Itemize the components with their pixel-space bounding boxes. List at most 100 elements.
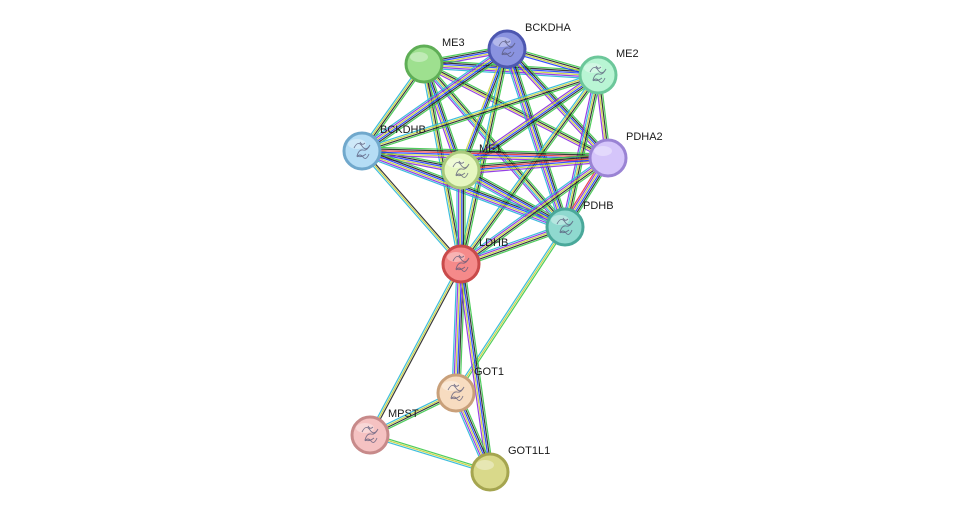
node-pdha2[interactable]: PDHA2	[588, 131, 663, 178]
edge-line	[505, 49, 565, 228]
edge-pdha2-ldhb	[458, 154, 611, 268]
edge-line	[460, 155, 608, 169]
node-highlight	[594, 146, 612, 156]
protein-structure-icon	[498, 39, 516, 57]
edge-ldhb-got1l1	[457, 263, 494, 473]
protein-structure-icon	[452, 160, 470, 178]
edge-line	[565, 75, 601, 228]
node-pdhb[interactable]: PDHB	[545, 200, 614, 247]
edge-line	[451, 263, 458, 393]
edge-me1-pdhb	[458, 165, 568, 232]
edge-line	[567, 75, 602, 228]
edge-line	[361, 72, 598, 150]
node-ldhb[interactable]: LDHB	[441, 237, 508, 284]
edge-mpst-got1l1	[369, 432, 491, 475]
edge-line	[461, 167, 567, 226]
edge-line	[457, 264, 488, 473]
edge-line	[462, 165, 568, 225]
node-circle[interactable]	[350, 415, 390, 455]
node-bckdhb[interactable]: BCKDHB	[342, 124, 426, 171]
node-label: GOT1L1	[508, 445, 550, 457]
edge-line	[362, 75, 599, 153]
node-label: GOT1	[474, 366, 504, 378]
edge-bckdhb-ldhb	[360, 149, 463, 266]
edge-line	[370, 264, 463, 437]
edge-me2-pdhb	[561, 74, 602, 228]
node-label: BCKDHA	[525, 22, 572, 34]
edge-line	[458, 172, 564, 232]
edge-line	[369, 435, 490, 475]
node-circle[interactable]	[404, 44, 444, 84]
edge-line	[460, 153, 608, 167]
node-circle[interactable]	[545, 207, 585, 247]
edge-line	[460, 156, 608, 170]
node-me3[interactable]: ME3	[404, 37, 465, 84]
node-highlight	[410, 52, 428, 62]
edge-line	[362, 146, 609, 155]
edge-line	[369, 263, 462, 436]
edge-me2-bckdhb	[361, 72, 599, 154]
protein-structure-icon	[556, 217, 574, 235]
node-label: MPST	[388, 408, 419, 420]
node-got1l1[interactable]: GOT1L1	[470, 445, 550, 492]
edge-line	[369, 434, 491, 473]
edge-line	[463, 263, 494, 472]
edge-line	[562, 74, 598, 227]
edge-line	[368, 262, 461, 435]
edge-line	[363, 51, 510, 155]
edge-line	[459, 171, 565, 230]
edge-line	[361, 73, 598, 151]
edge-line	[370, 432, 491, 472]
edge-line	[459, 73, 598, 170]
node-bckdha[interactable]: BCKDHA	[487, 22, 572, 69]
node-label: ME2	[616, 48, 639, 60]
node-circle[interactable]	[578, 55, 618, 95]
edge-line	[455, 226, 566, 394]
edge-line	[458, 47, 506, 170]
node-circle[interactable]	[588, 138, 628, 178]
node-label: ME1	[479, 143, 502, 155]
node-circle[interactable]	[436, 373, 476, 413]
node-circle[interactable]	[470, 452, 510, 492]
node-highlight	[476, 460, 494, 470]
edge-line	[362, 148, 609, 157]
node-mpst[interactable]: MPST	[350, 408, 419, 455]
edge-line	[461, 75, 600, 265]
edge-line	[460, 263, 491, 473]
node-circle[interactable]	[342, 131, 382, 171]
node-label: PDHA2	[626, 131, 663, 143]
edge-line	[362, 149, 609, 158]
edge-line	[424, 62, 609, 158]
edge-line	[362, 76, 599, 154]
edge-line	[360, 46, 506, 150]
edge-line	[510, 47, 570, 226]
protein-structure-icon	[589, 65, 607, 83]
edge-line	[461, 263, 493, 472]
node-label: PDHB	[583, 200, 614, 212]
edge-bckdha-bckdhb	[359, 45, 510, 155]
node-circle[interactable]	[441, 244, 481, 284]
node-me2[interactable]: ME2	[578, 48, 639, 95]
node-got1[interactable]: GOT1	[436, 366, 504, 413]
node-circle[interactable]	[487, 29, 527, 69]
edge-line	[564, 74, 599, 228]
protein-structure-icon	[447, 383, 465, 401]
edge-line	[461, 161, 609, 175]
edge-line	[561, 74, 596, 227]
edge-line	[504, 50, 607, 161]
edge-line	[459, 156, 608, 264]
edge-line	[461, 159, 609, 173]
edge-line	[360, 151, 461, 266]
edge-line	[462, 160, 611, 268]
edge-line	[454, 263, 461, 393]
edge-line	[460, 170, 565, 229]
node-label: ME3	[442, 37, 465, 49]
node-circle[interactable]	[441, 150, 481, 190]
edge-line	[462, 76, 601, 266]
edge-line	[361, 150, 462, 265]
node-me1[interactable]: ME1	[441, 143, 502, 190]
edge-line	[453, 263, 460, 393]
edge-line	[363, 50, 509, 154]
